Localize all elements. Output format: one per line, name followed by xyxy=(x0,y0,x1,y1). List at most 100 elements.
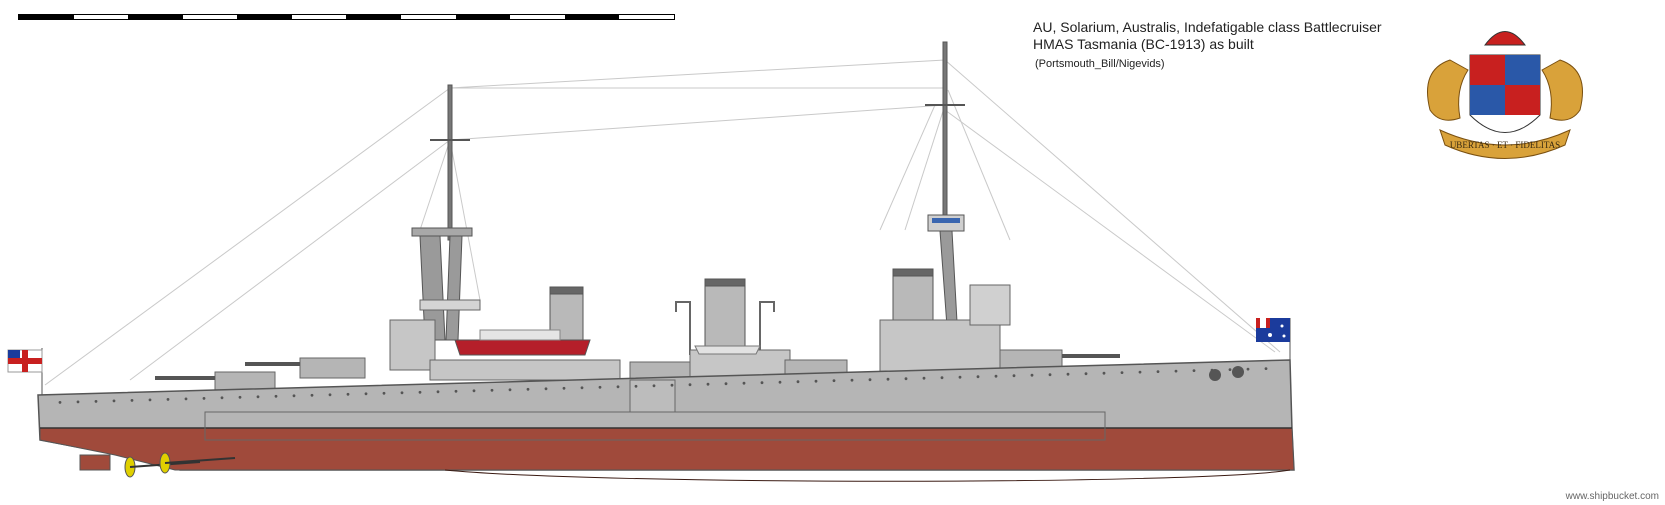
scale-segment xyxy=(510,15,565,19)
scale-segment xyxy=(291,15,347,19)
porthole xyxy=(724,382,728,386)
porthole xyxy=(76,400,80,404)
scale-segment xyxy=(401,15,456,19)
porthole xyxy=(868,378,872,382)
porthole xyxy=(328,393,332,397)
porthole xyxy=(796,380,800,384)
porthole xyxy=(508,388,512,392)
ships-boat xyxy=(454,329,591,356)
scale-segment xyxy=(564,15,620,19)
porthole xyxy=(814,379,818,383)
porthole xyxy=(184,397,188,401)
funnel-2 xyxy=(704,281,746,351)
rigging xyxy=(44,59,1281,386)
porthole xyxy=(1192,369,1196,372)
porthole xyxy=(58,401,62,404)
crest-motto: UBERTAS · ET · FIDELITAS xyxy=(1450,140,1560,150)
credit-line: (Portsmouth_Bill/Nigevids) xyxy=(1035,58,1165,70)
porthole xyxy=(742,381,746,385)
midship-boat xyxy=(694,345,761,355)
porthole xyxy=(382,391,386,395)
portholes xyxy=(58,367,1268,404)
porthole xyxy=(760,381,764,385)
coat-of-arms-icon: UBERTAS · ET · FIDELITAS xyxy=(1427,31,1583,159)
stern-gear xyxy=(79,452,236,478)
porthole xyxy=(616,385,620,389)
scale-segment xyxy=(128,15,183,19)
porthole xyxy=(778,380,782,384)
porthole xyxy=(850,378,854,382)
porthole xyxy=(94,400,98,403)
title-line-1: AU, Solarium, Australis, Indefatigable c… xyxy=(1033,19,1382,35)
porthole xyxy=(1066,372,1070,376)
porthole xyxy=(598,385,602,389)
keel-line xyxy=(444,469,1291,482)
funnels xyxy=(549,268,934,353)
porthole xyxy=(202,397,206,400)
boat-cranes xyxy=(675,301,775,355)
porthole xyxy=(562,386,566,390)
porthole xyxy=(166,398,170,401)
forward-bridge xyxy=(389,319,436,371)
casemate xyxy=(629,379,676,413)
porthole xyxy=(688,383,692,387)
porthole xyxy=(256,395,260,399)
porthole xyxy=(292,394,296,398)
porthole xyxy=(148,398,152,402)
porthole xyxy=(1156,370,1160,373)
porthole xyxy=(238,395,242,399)
mainmast xyxy=(942,41,948,223)
porthole xyxy=(904,377,908,381)
scale-segment xyxy=(619,15,674,19)
rudder-icon xyxy=(79,454,111,471)
anchors xyxy=(1209,366,1244,381)
porthole xyxy=(490,388,494,392)
maintop xyxy=(927,214,965,341)
porthole xyxy=(418,390,422,394)
porthole xyxy=(1246,367,1250,371)
australian-flag-icon xyxy=(1256,318,1291,362)
porthole xyxy=(1228,368,1232,371)
porthole xyxy=(634,384,638,388)
hull-antifouling xyxy=(39,427,1295,471)
porthole xyxy=(454,389,458,393)
porthole xyxy=(706,382,710,386)
scale-segment xyxy=(237,15,292,19)
porthole xyxy=(1174,369,1178,373)
forecastle-deckhouse xyxy=(429,359,621,381)
porthole xyxy=(1084,372,1088,376)
propeller-icon xyxy=(159,452,236,474)
porthole xyxy=(310,393,314,397)
masts xyxy=(430,41,965,241)
porthole xyxy=(922,376,926,380)
porthole xyxy=(220,396,224,400)
porthole xyxy=(886,377,890,381)
scale-segment xyxy=(455,15,511,19)
scale-segment xyxy=(182,15,238,19)
porthole xyxy=(670,383,674,387)
porthole xyxy=(958,375,962,379)
porthole xyxy=(1048,373,1052,377)
porthole xyxy=(436,390,440,394)
porthole xyxy=(112,399,116,403)
foremast xyxy=(447,84,453,241)
turret-b xyxy=(299,357,366,379)
scale-segment xyxy=(346,15,402,19)
porthole xyxy=(1120,371,1124,374)
porthole xyxy=(364,392,368,396)
watermark: www.shipbucket.com xyxy=(1565,491,1659,502)
porthole xyxy=(1138,370,1142,374)
porthole xyxy=(1264,367,1268,370)
porthole xyxy=(274,394,278,398)
porthole xyxy=(940,376,944,380)
porthole xyxy=(652,384,656,388)
scale-segment xyxy=(73,15,129,19)
title-line-2: HMAS Tasmania (BC-1913) as built xyxy=(1033,36,1254,52)
porthole xyxy=(400,391,404,395)
white-ensign-icon xyxy=(7,348,43,395)
porthole xyxy=(1030,373,1034,377)
porthole xyxy=(580,386,584,390)
porthole xyxy=(472,389,476,393)
porthole xyxy=(130,399,134,402)
